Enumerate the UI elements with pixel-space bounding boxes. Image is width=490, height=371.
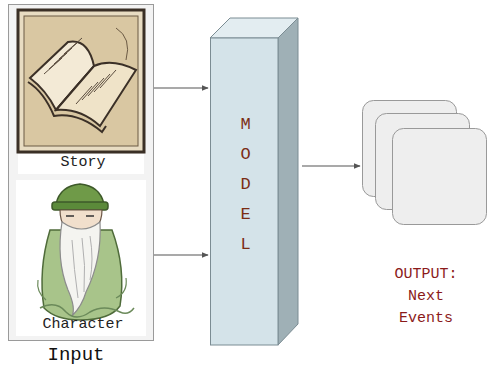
model-art [210,18,298,346]
model-block [210,18,298,345]
book-illustration [18,10,144,174]
panel-label: Input [8,342,158,368]
model-node: MODEL [210,18,298,346]
output-cards [363,101,487,225]
story-label: Story [16,154,150,172]
wizard-illustration [16,180,146,336]
output-label: OUTPUT: Next Events [376,264,476,330]
character-label: Character [16,316,150,334]
flow-arrow [154,254,208,255]
input-panel [9,5,154,341]
flow-arrow [302,165,360,166]
model-label: MODEL [237,110,254,260]
panel-node: Input StoryCharacter [8,4,158,370]
output-node: OUTPUT: Next Events [362,100,488,336]
character-art [16,180,150,336]
flow-arrow [154,87,208,88]
story-node: Story [16,8,150,174]
character-node: Character [16,180,150,336]
story-art [16,8,150,174]
